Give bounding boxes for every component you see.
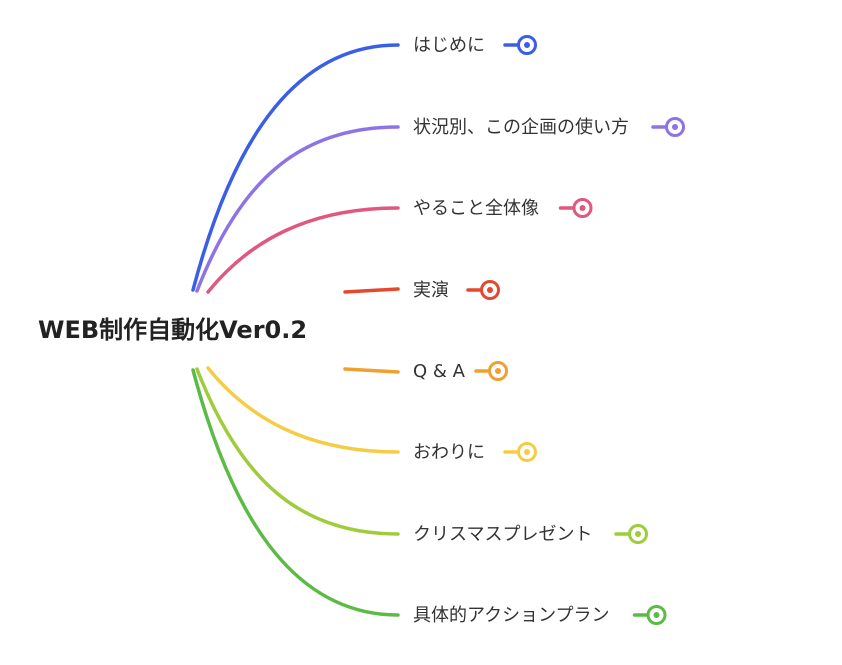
branch-node[interactable]: 具体的アクションプラン: [191, 368, 667, 626]
branch-label[interactable]: Q & A: [413, 361, 466, 382]
branch-node[interactable]: クリスマスプレゼント: [195, 367, 648, 545]
branch-connector: [191, 43, 400, 292]
branch-label[interactable]: クリスマスプレゼント: [413, 524, 592, 545]
branch-node[interactable]: 実演: [343, 280, 500, 301]
branch-connector: [191, 368, 400, 617]
branch-connector: [195, 125, 400, 293]
branch-label[interactable]: 実演: [413, 280, 449, 301]
branch-label[interactable]: やること全体像: [413, 198, 539, 219]
branch-node[interactable]: おわりに: [206, 366, 537, 463]
branch-label[interactable]: 具体的アクションプラン: [413, 605, 610, 626]
collapse-toggle-icon[interactable]: [572, 198, 593, 218]
branch-node[interactable]: はじめに: [191, 35, 537, 292]
collapse-toggle-icon[interactable]: [517, 35, 537, 55]
collapse-toggle-icon[interactable]: [517, 442, 537, 462]
collapse-toggle-icon[interactable]: [480, 280, 500, 300]
branch-connector: [343, 287, 400, 294]
branch-connector: [343, 367, 400, 374]
branch-connector: [195, 367, 400, 536]
branch-connector: [206, 366, 400, 454]
branch-label[interactable]: はじめに: [413, 35, 485, 56]
root-node-label[interactable]: WEB制作自動化Ver0.2: [38, 316, 307, 344]
collapse-toggle-icon[interactable]: [488, 361, 508, 381]
branch-connector: [206, 206, 400, 294]
collapse-toggle-icon[interactable]: [646, 605, 667, 625]
branch-node[interactable]: 状況別、この企画の使い方: [195, 117, 685, 293]
collapse-toggle-icon[interactable]: [628, 524, 648, 544]
branch-node[interactable]: Q & A: [343, 361, 508, 382]
branch-label[interactable]: 状況別、この企画の使い方: [413, 117, 629, 138]
branch-node[interactable]: やること全体像: [206, 198, 593, 294]
collapse-toggle-icon[interactable]: [665, 117, 685, 137]
branch-label[interactable]: おわりに: [413, 442, 485, 463]
